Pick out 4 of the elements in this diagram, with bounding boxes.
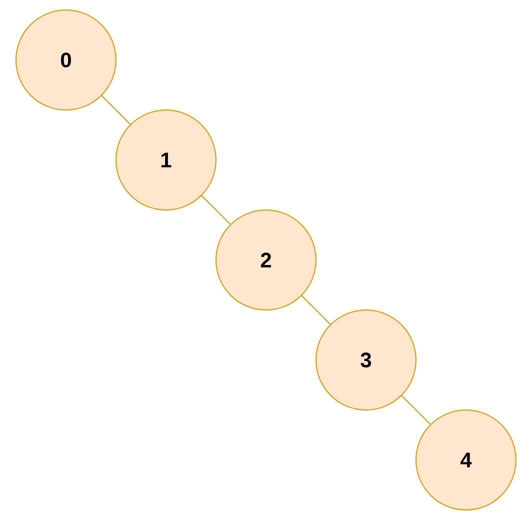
connector-line [301, 295, 331, 325]
connector-line [101, 95, 131, 125]
connector-line [401, 395, 431, 425]
connector-line [201, 195, 231, 225]
